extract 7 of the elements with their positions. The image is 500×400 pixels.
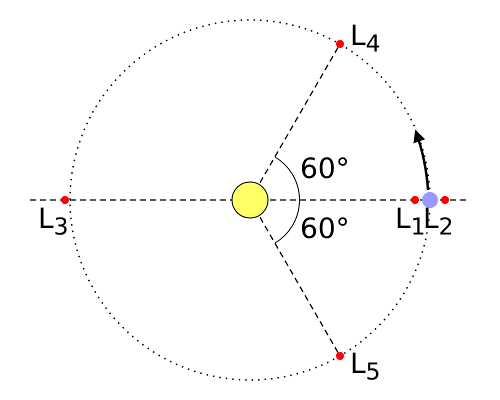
point-label: L$_{1}$ (395, 205, 426, 239)
point-label: L$_{5}$ (350, 350, 380, 384)
angle-label: 60° (300, 155, 350, 183)
angle-label: 60° (300, 215, 350, 243)
point-label: L$_{2}$ (423, 205, 454, 239)
point-label: L$_{3}$ (38, 205, 68, 239)
point-label: L$_{4}$ (350, 22, 380, 56)
